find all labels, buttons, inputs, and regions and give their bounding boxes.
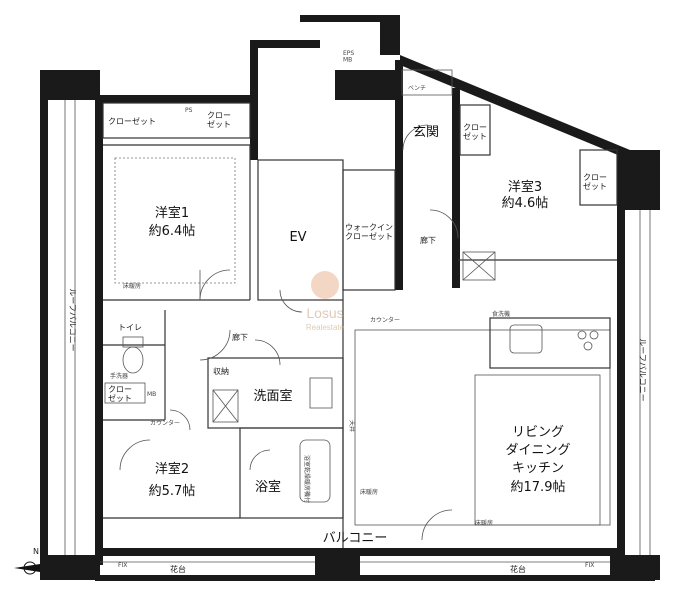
label-roof-balcony-left: ルーフバルコニー [68,288,77,351]
label-ps: PS [185,107,193,114]
windows [64,100,651,563]
label-flooring1: 床暖房 [123,282,141,290]
label-tenban: 天井 [348,420,356,432]
label-closet-r3-a: クローゼット [463,123,487,141]
room-western1-name: 洋室1 [155,205,189,221]
watermark-brand: Losus [306,305,343,321]
room-western3-size: 約4.6帖 [502,196,549,211]
room-western2-name: 洋室2 [155,461,189,477]
room-western3-name: 洋室3 [508,179,542,195]
room-western1-size: 約6.4帖 [149,224,196,239]
label-closet-left: クローゼット [108,116,156,126]
room-ldk-size: 約17.9帖 [511,480,566,495]
compass-icon: N [14,547,40,575]
label-dw: 食洗機 [492,310,510,318]
room-labels: 洋室1 約6.4帖 洋室2 約5.7帖 洋室3 約4.6帖 リビング ダイニング… [118,125,571,499]
label-bench: ベンチ [408,85,426,92]
label-storage: 収納 [213,366,229,376]
label-bath-dryer: 浴室乾燥暖房機付 [303,455,311,503]
room-ev: EV [289,230,306,245]
small-labels: クローゼット クローゼット クローゼット クローゼット クローゼット ウォークイ… [68,50,647,574]
room-ldk-line3: キッチン [512,461,564,476]
compass-north: N [33,547,39,556]
label-fix-right: FIX [585,562,594,569]
label-wic: ウォークインクローゼット [345,223,393,241]
label-mb: MB [147,391,156,398]
room-western2-size: 約5.7帖 [149,484,196,499]
room-ldk-line2: ダイニング [505,443,570,458]
room-washroom: 洗面室 [253,388,292,404]
label-counter1: カウンター [370,316,400,324]
label-fix-left: FIX [118,562,127,569]
label-flooring2: 床暖房 [360,488,378,496]
room-ldk-line1: リビング [512,425,564,440]
label-balcony: バルコニー [323,531,388,546]
room-bath: 浴室 [255,479,281,495]
label-planter-left: 花台 [170,564,186,574]
room-hall-lower: 廊下 [232,332,248,342]
label-closet-r3-b: クローゼット [583,173,607,191]
label-closet-mid: クローゼット [207,111,231,129]
partitions [102,69,618,548]
label-counter2: カウンター [150,419,180,427]
room-entrance: 玄関 [413,125,439,140]
label-planter-right: 花台 [510,564,526,574]
label-flooring3: 床暖房 [475,519,493,527]
watermark-sub: Realestate [306,323,345,332]
room-hall-upper: 廊下 [420,235,436,245]
door-swings [119,124,459,541]
label-handwash: 手洗器 [110,372,128,380]
walls [40,15,660,581]
room-toilet: トイレ [118,323,142,332]
watermark: Losus Realestate [306,271,345,332]
label-roof-balcony-right: ルーフバルコニー [638,338,647,401]
label-closet-small: クローゼット [108,385,132,403]
